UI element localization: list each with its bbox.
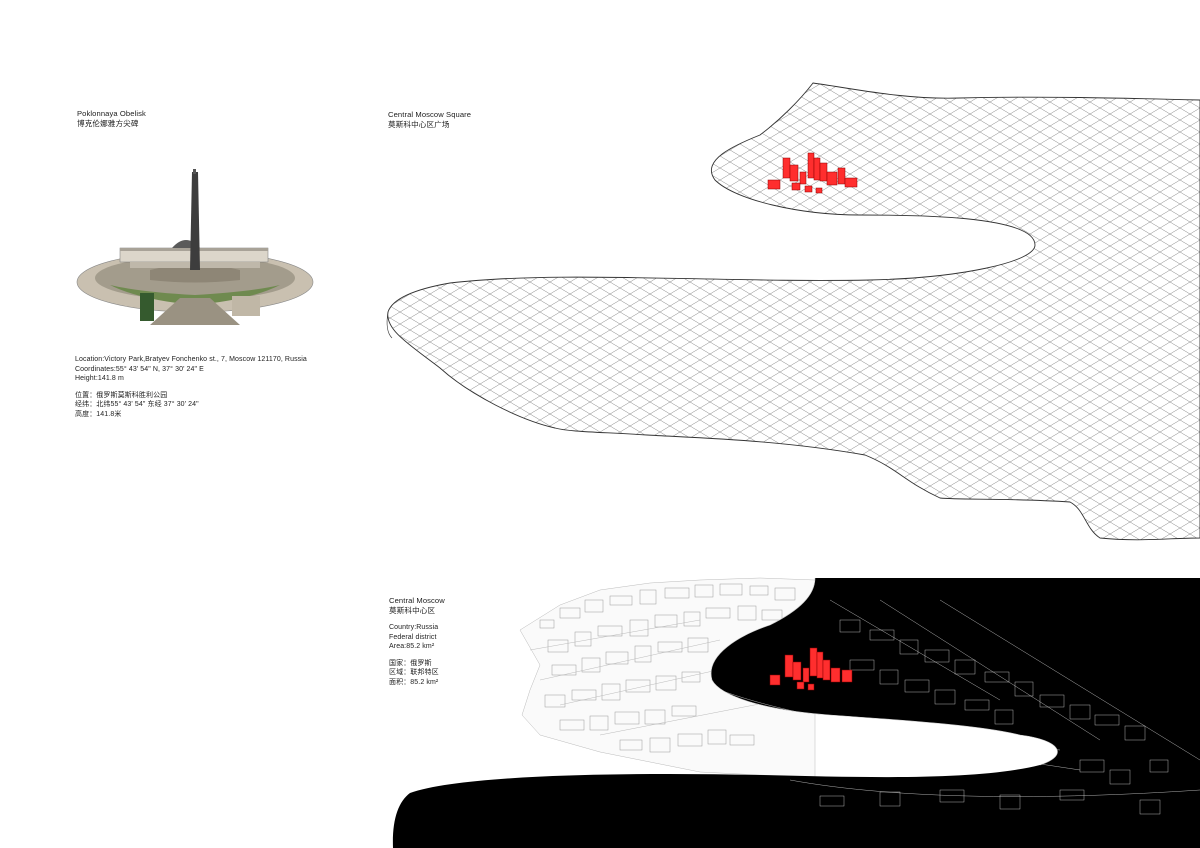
poklonnaya-coordinates-cn: 经纬：北纬55° 43' 54" 东经 37° 30' 24" (75, 401, 199, 408)
poklonnaya-info: Location:Victory Park,Bratyev Fonchenko … (75, 355, 307, 419)
poklonnaya-location: Location:Victory Park,Bratyev Fonchenko … (75, 356, 307, 363)
poklonnaya-location-cn: 位置：俄罗斯莫斯科胜利公园 (75, 391, 168, 399)
city-dark-plate (392, 577, 1200, 848)
square-title-en: Central Moscow Square (388, 110, 472, 119)
square-highlight-buildings (767, 152, 858, 194)
moscow-district: Federal district (389, 633, 437, 641)
moscow-district-cn: 区域：联邦特区 (389, 669, 439, 676)
moscow-country-cn: 国家：俄罗斯 (389, 659, 432, 667)
poklonnaya-height-cn: 高度：141.8米 (75, 410, 122, 418)
poklonnaya-title-cn: 博克伦娜雅方尖碑 (77, 118, 139, 128)
obelisk-image (76, 169, 314, 325)
moscow-area: Area:85.2 km² (389, 643, 435, 650)
poklonnaya-height: Height:141.8 m (75, 375, 124, 382)
poklonnaya-title: Poklonnaya Obelisk 博克伦娜雅方尖碑 (77, 109, 146, 128)
moscow-title-cn: 莫斯科中心区 (389, 605, 436, 615)
square-title: Central Moscow Square 莫斯科中心区广场 (388, 110, 471, 129)
square-plate (386, 82, 1200, 541)
moscow-country: Country:Russia (389, 624, 439, 631)
poklonnaya-title-en: Poklonnaya Obelisk (77, 109, 146, 118)
moscow-area-cn: 面积：85.2 km² (389, 678, 439, 686)
city-highlight-buildings (769, 647, 853, 691)
moscow-title-en: Central Moscow (389, 596, 445, 605)
poklonnaya-coordinates: Coordinates:55° 43' 54" N, 37° 30' 24" E (75, 365, 204, 373)
moscow-title: Central Moscow 莫斯科中心区 (389, 596, 445, 615)
city-light-area (519, 577, 816, 779)
square-title-cn: 莫斯科中心区广场 (388, 119, 450, 129)
moscow-info: Country:Russia Federal district Area:85.… (389, 623, 439, 687)
